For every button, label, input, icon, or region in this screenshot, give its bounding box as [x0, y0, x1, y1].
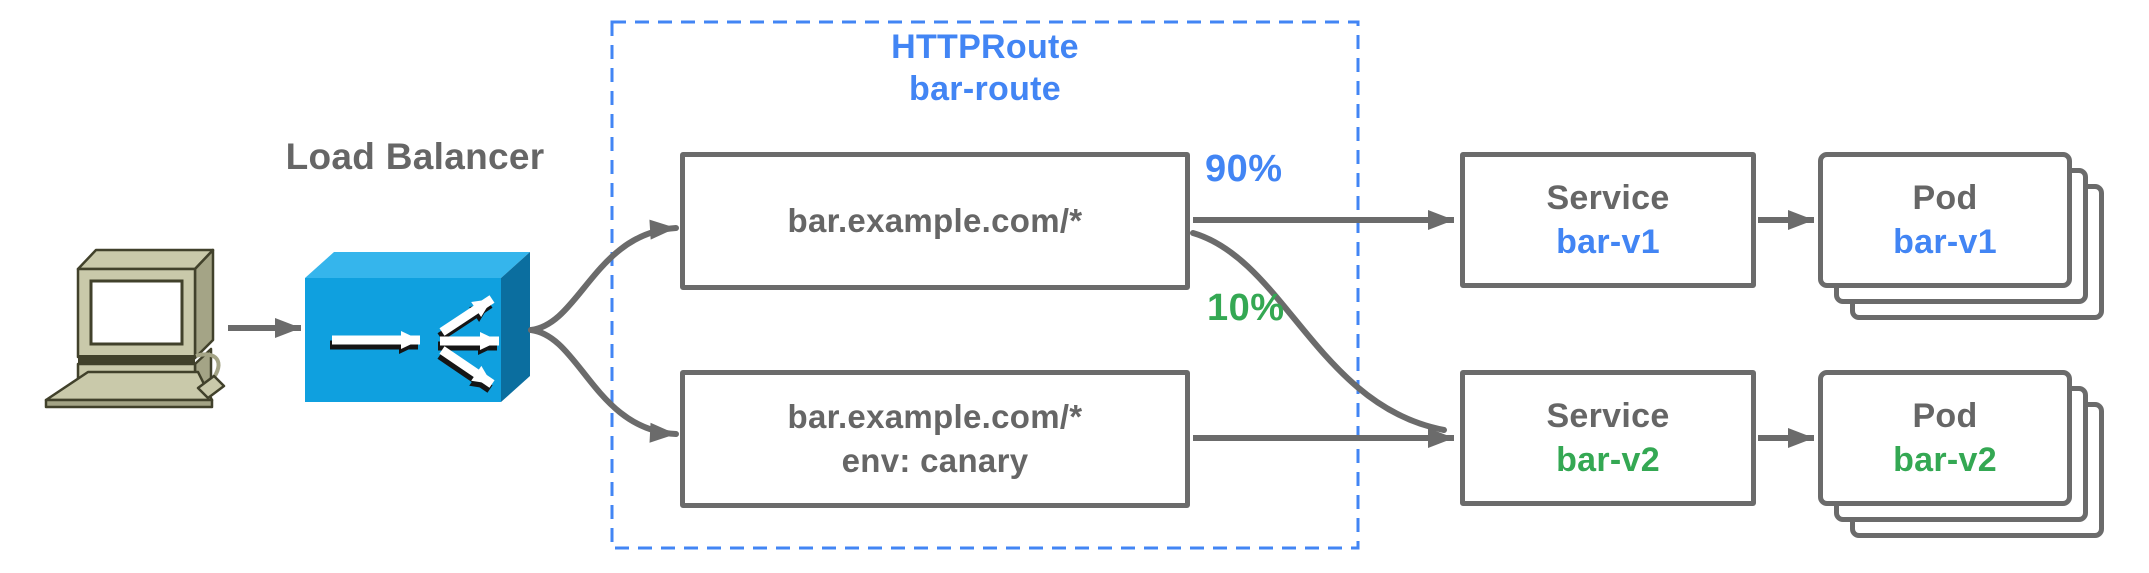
lb-top-face	[305, 252, 530, 278]
pod-2-kind: Pod	[1912, 397, 1978, 435]
weight-label-10: 10%	[1207, 287, 1285, 329]
httproute-group-label: HTTPRoute bar-route	[612, 26, 1358, 110]
load-balancer-icon	[305, 252, 530, 402]
pod-1-kind: Pod	[1912, 179, 1978, 217]
route-match-box-1: bar.example.com/*	[680, 152, 1190, 290]
arrow-lb-to-route-2	[528, 327, 679, 443]
pod-2-name: bar-v2	[1893, 441, 1997, 479]
monitor-top-face	[76, 248, 215, 271]
route-1-host: bar.example.com/*	[787, 202, 1083, 239]
service-box-bar-v2: Service bar-v2	[1460, 370, 1756, 506]
pod-box-bar-v1: Pod bar-v1	[1818, 152, 2072, 288]
route-2-header-match: env: canary	[841, 442, 1029, 479]
service-box-bar-v1: Service bar-v1	[1460, 152, 1756, 288]
weight-label-90: 90%	[1205, 148, 1283, 190]
service-2-name: bar-v2	[1556, 441, 1660, 479]
route-match-box-2: bar.example.com/* env: canary	[680, 370, 1190, 508]
route-2-host: bar.example.com/*	[787, 398, 1083, 435]
pod-stack-bar-v2: Pod bar-v2	[1818, 370, 2110, 542]
pod-box-bar-v2: Pod bar-v2	[1818, 370, 2072, 506]
pod-stack-bar-v1: Pod bar-v1	[1818, 152, 2110, 324]
httproute-kind-label: HTTPRoute	[891, 28, 1079, 66]
client-computer-icon	[44, 248, 226, 409]
monitor-base-gap	[78, 355, 195, 365]
curve-route1-to-service2	[1190, 230, 1447, 433]
mouse-body	[196, 374, 226, 400]
keyboard-top	[44, 370, 214, 402]
lb-side-face	[501, 252, 530, 402]
service-1-name: bar-v1	[1556, 223, 1660, 261]
monitor-screen	[89, 279, 184, 346]
httproute-name-label: bar-route	[909, 70, 1061, 108]
pod-1-name: bar-v1	[1893, 223, 1997, 261]
service-2-kind: Service	[1546, 397, 1670, 435]
load-balancer-label: Load Balancer	[285, 136, 545, 177]
arrow-lb-to-route-1	[528, 219, 679, 333]
service-1-kind: Service	[1546, 179, 1670, 217]
monitor-side-face	[193, 248, 215, 360]
httproute-boundary	[610, 20, 1360, 550]
lb-fanout-arrows	[332, 295, 499, 388]
keyboard-front-edge	[44, 398, 214, 409]
